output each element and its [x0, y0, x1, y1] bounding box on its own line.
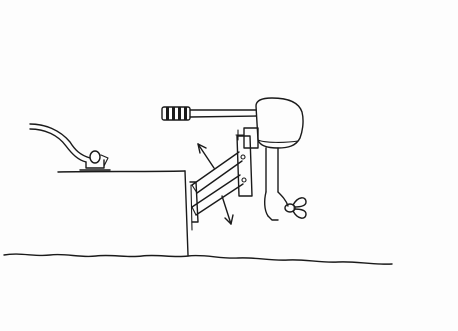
water-surface: [4, 254, 392, 264]
propeller: [285, 198, 306, 218]
boat-hull: [58, 171, 192, 255]
mooring-cleat: [30, 124, 110, 170]
tiller-handle: [162, 107, 256, 120]
